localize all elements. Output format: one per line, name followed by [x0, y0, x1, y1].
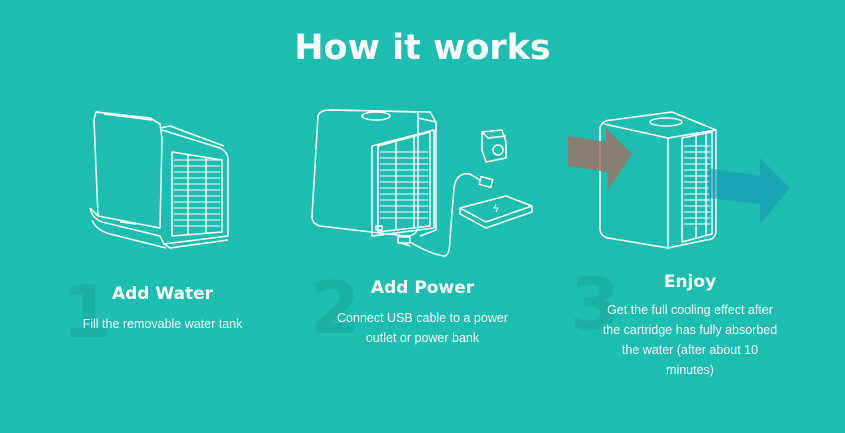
cooler-with-water-tank-icon	[89, 111, 229, 249]
step-number-3: 3	[570, 262, 621, 346]
step-add-water: Add Water Fill the removable water tank	[80, 284, 245, 334]
cooler-airflow-icon	[568, 111, 790, 249]
step-add-power: Add Power Connect USB cable to a power o…	[330, 278, 515, 348]
cool-air-arrow-icon	[708, 158, 790, 224]
warm-air-arrow-icon	[568, 128, 632, 190]
step-enjoy: Enjoy Get the full cooling effect after …	[590, 272, 790, 380]
step-description-line: outlet or power bank	[365, 331, 480, 345]
step-description-line: Connect USB cable to a power	[337, 311, 508, 325]
step-title: Add Water	[111, 284, 214, 304]
page-title: How it works	[294, 28, 551, 68]
cooler-usb-power-icon	[311, 109, 533, 257]
step-description-line: Get the full cooling effect after	[607, 303, 773, 317]
step-title: Add Power	[370, 278, 475, 298]
step-number-2: 2	[310, 266, 361, 350]
step-description-line: the water (after about 10	[621, 343, 759, 357]
step-number-1: 1	[62, 270, 113, 354]
step-description-line: the cartridge has fully absorbed	[602, 323, 778, 337]
step-title: Enjoy	[663, 272, 717, 292]
step-description-line: minutes)	[666, 363, 714, 377]
step-description: Fill the removable water tank	[82, 317, 243, 331]
